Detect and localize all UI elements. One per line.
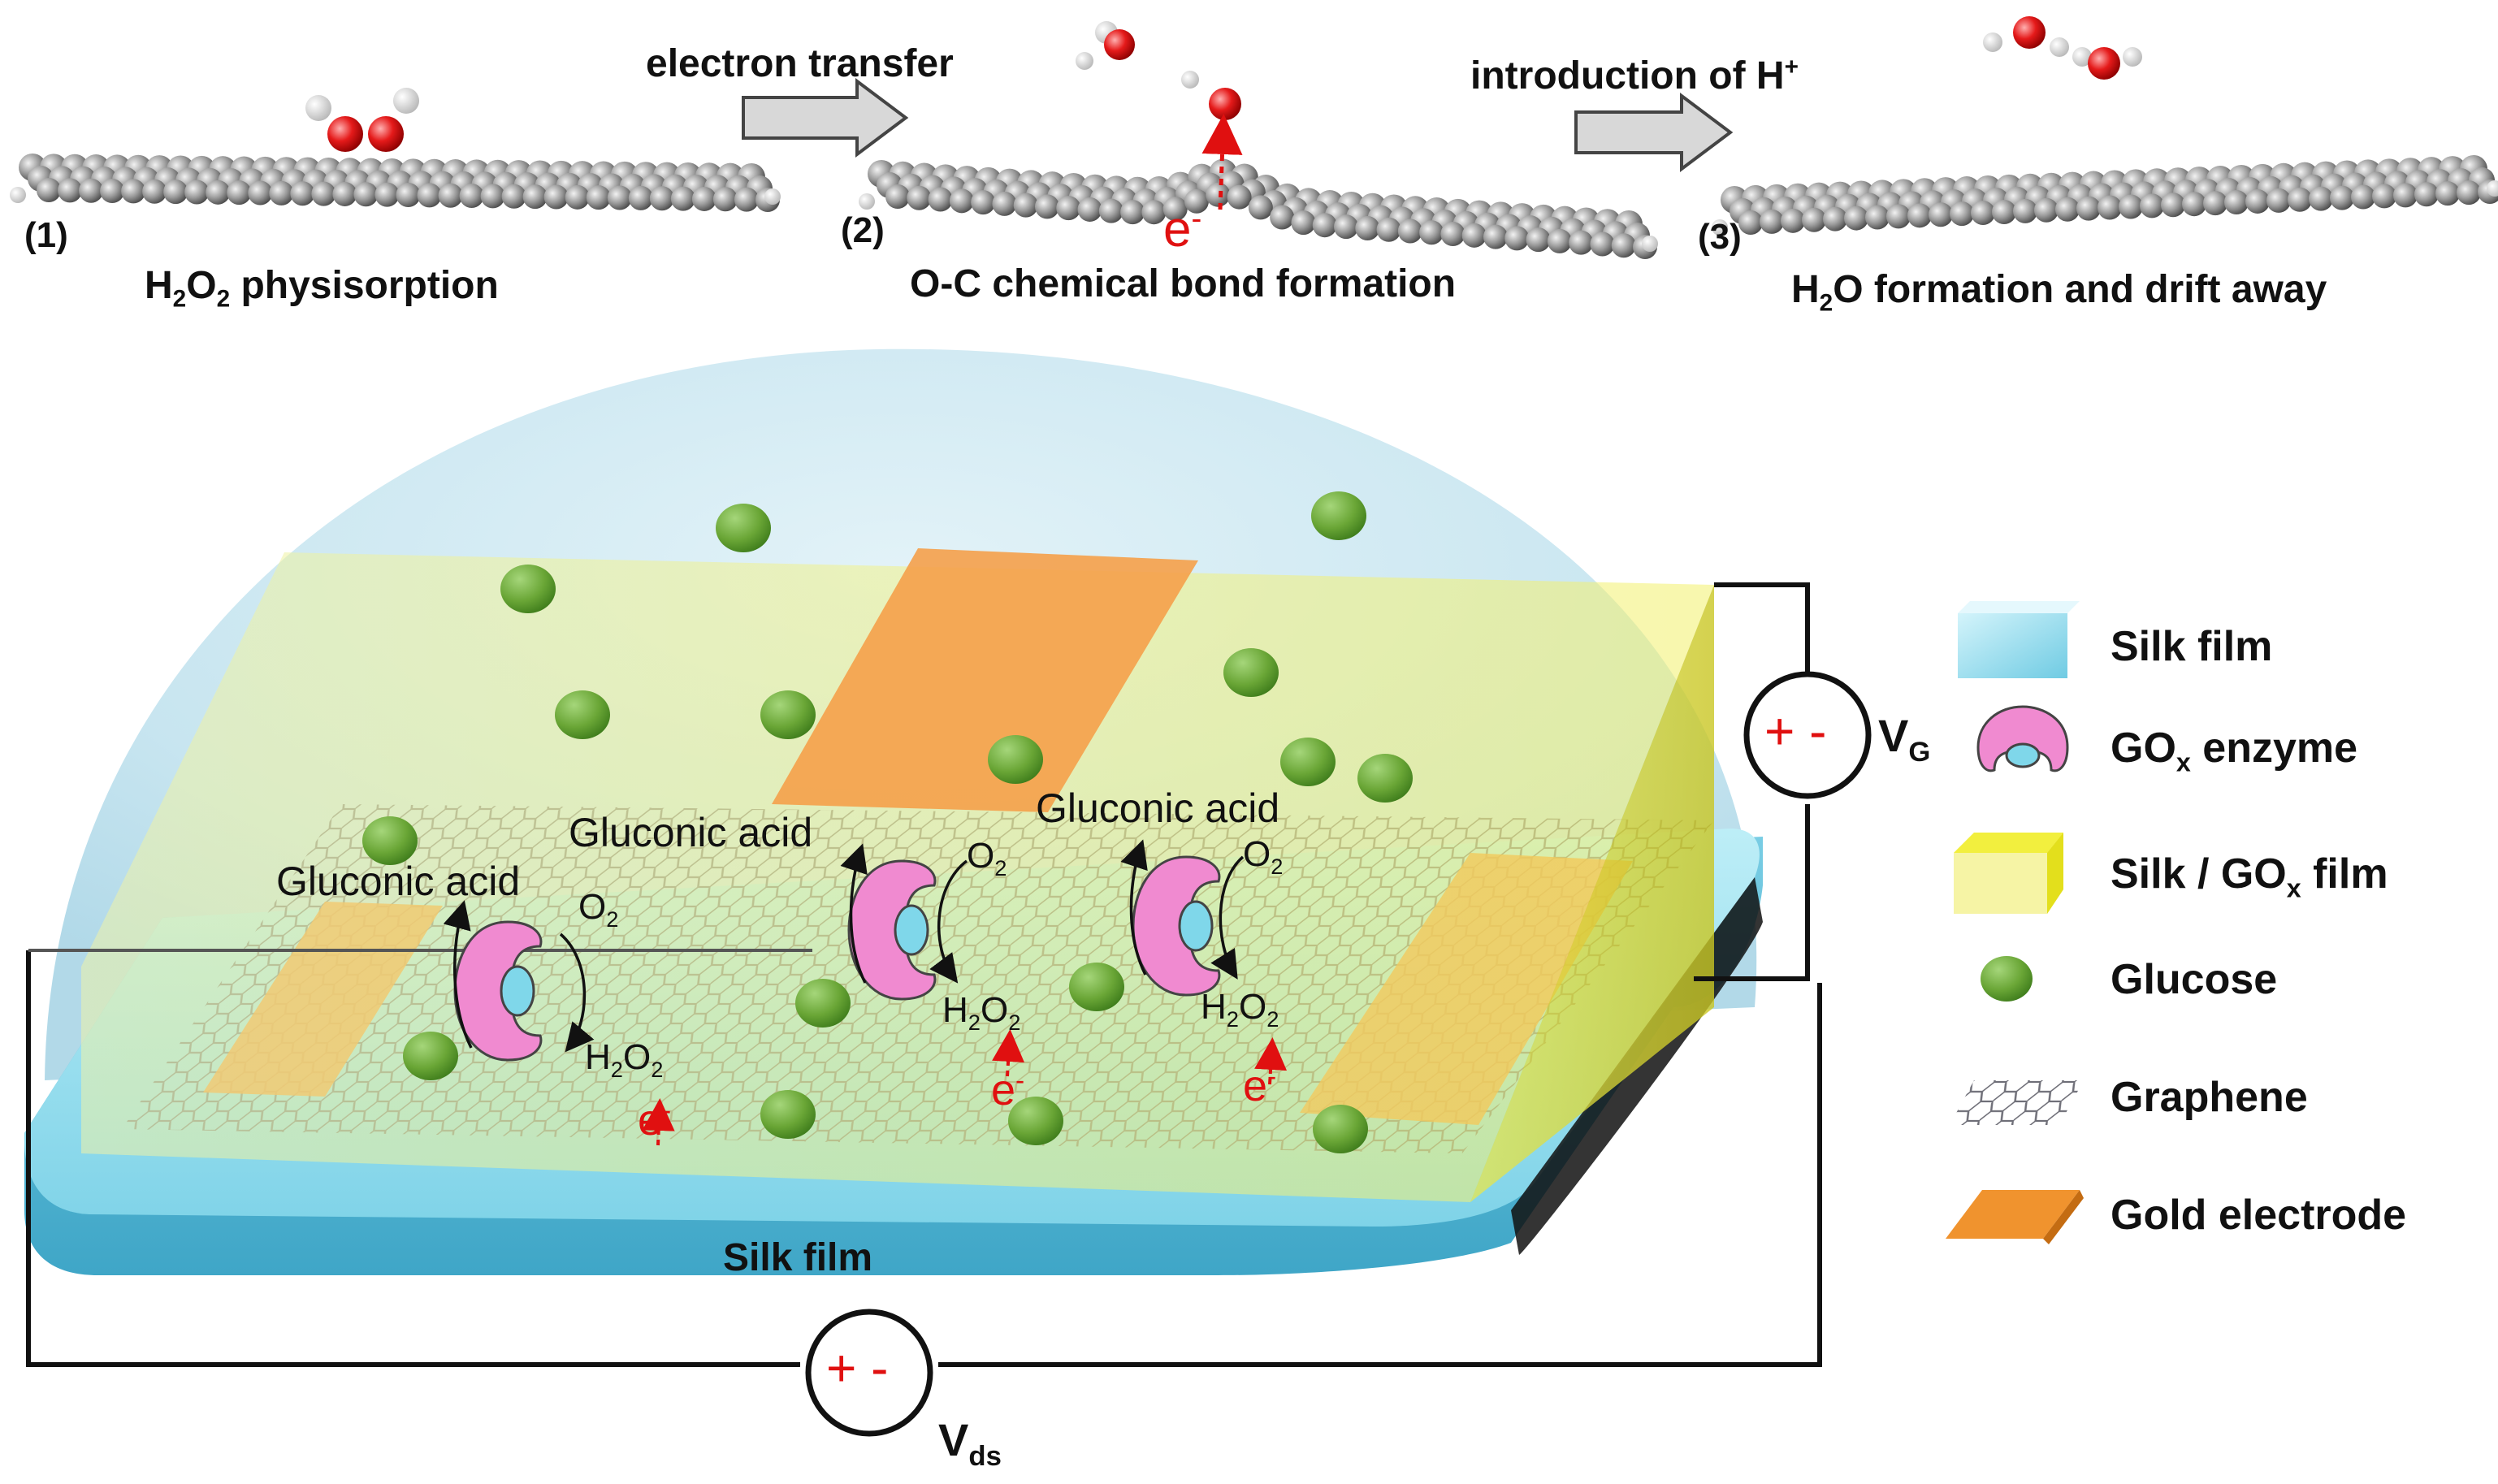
process-arrow-1 [742,78,909,158]
glucose-molecule [1069,963,1124,1011]
glucose-molecule [403,1032,458,1080]
electron-transfer-label: electron transfer [646,42,954,85]
legend-gold-electrode-label: Gold electrode [2111,1192,2407,1239]
o2-label-3: O2 [1243,834,1284,879]
glucose-molecule [760,690,816,739]
glucose-molecule [988,735,1043,784]
reaction-arrows-3 [1120,839,1288,1085]
gox-enzyme-2 [847,859,937,1001]
gate-source-polarity: + - [1764,702,1827,760]
gluconic-acid-label-1: Gluconic acid [276,859,521,904]
glucose-molecule [1223,648,1279,697]
gluconic-acid-label-3: Gluconic acid [1036,785,1280,831]
legend-gox-enzyme-label: GOx enzyme [2111,725,2358,777]
h2o2-label-2: H2O2 [942,990,1021,1035]
glucose-molecule [1357,754,1413,803]
glucose-molecule [1313,1105,1368,1153]
glucose-icon [1981,956,2033,1002]
step-1-caption: H2O2 physisorption [145,264,499,313]
legend-glucose-label: Glucose [2111,956,2278,1003]
step-1-number: (1) [24,215,68,255]
glucose-molecule [716,504,771,552]
step-3-number: (3) [1698,217,1742,257]
vg-label: VG [1878,710,1931,768]
o2-label-1: O2 [578,887,619,932]
step-3-caption: H2O formation and drift away [1791,268,2327,317]
vds-label: Vds [938,1414,1002,1473]
h2o2-label-3: H2O2 [1201,987,1279,1032]
h2o2-molecule [305,88,419,152]
legend-graphene-label: Graphene [2111,1074,2308,1121]
glucose-molecule [760,1090,816,1139]
graphene-sheet-2 [859,158,1658,259]
gold-electrode-icon [1946,1190,2084,1244]
gox-enzyme-icon [1976,705,2069,772]
drain-source-polarity: + - [826,1339,889,1397]
reaction-arrows-2 [840,843,1025,1077]
reaction-arrows-1 [443,900,675,1146]
gate-voltage-source [1743,671,1872,799]
glucose-molecule [1311,491,1366,540]
silk-gox-film-icon [1954,833,2063,914]
gate-circuit-wire [1694,582,1810,981]
glucose-molecule [795,979,851,1028]
gluconic-acid-label-2: Gluconic acid [569,810,813,855]
bound-oxygen [1181,71,1243,210]
drain-source-voltage-source [805,1309,933,1437]
electron-label-1: e- [638,1096,672,1144]
step-2-number: (2) [841,210,885,250]
step-2-caption: O-C chemical bond formation [910,262,1457,305]
legend-silk-gox-film-label: Silk / GOx film [2111,850,2388,903]
electron-label-2: e- [991,1066,1025,1114]
drain-source-circuit-wire [26,949,1822,1367]
legend-silk-film-label: Silk film [2111,623,2273,670]
graphene-icon [1950,1080,2084,1125]
o2-label-2: O2 [967,836,1007,880]
process-arrow-2 [1574,93,1734,172]
water-molecule-1 [1983,16,2069,57]
silk-film-substrate-label: Silk film [723,1236,873,1279]
step-2-electron-label: e- [1163,201,1202,257]
silk-film-icon [1958,601,2080,678]
water-molecule-2 [2072,47,2142,80]
glucose-molecule [1280,738,1336,786]
introduction-of-h-label: introduction of H+ [1470,54,1799,97]
glucose-molecule [362,816,418,865]
glucose-molecule [1008,1097,1063,1145]
glucose-molecule [500,565,556,613]
graphene-sheet-3 [1712,155,2498,236]
glucose-molecule [555,690,610,739]
gold-electrode-gate [772,548,1198,812]
graphene-sheet-1 [10,154,781,212]
h2o2-label-1: H2O2 [585,1037,664,1082]
oh-molecule [1076,21,1135,70]
electron-label-3: e- [1243,1062,1277,1110]
